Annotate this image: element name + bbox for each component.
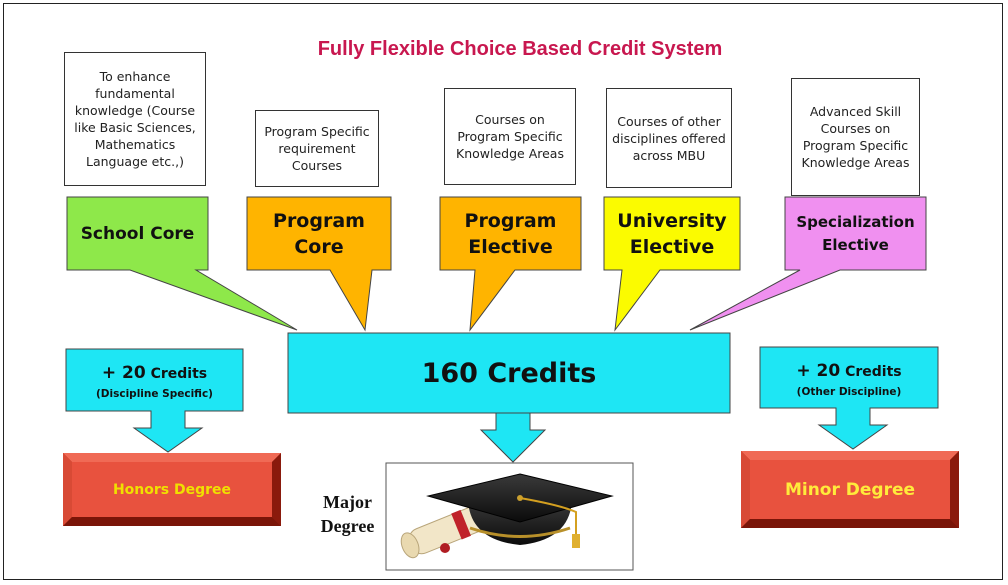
center-arrow bbox=[479, 412, 547, 463]
minor-degree-box bbox=[741, 451, 959, 528]
minor-credit-callout bbox=[759, 346, 939, 450]
bubble-university-elective bbox=[603, 196, 741, 332]
label-university-elective: University Elective bbox=[617, 209, 727, 258]
minor-credits-word: Credits bbox=[845, 364, 902, 380]
desc-university-elective: Courses of other disciplines offered acr… bbox=[606, 88, 732, 188]
minor-degree-label: Minor Degree bbox=[784, 479, 916, 500]
honors-plus: + 20 bbox=[101, 363, 146, 383]
desc-specialization-elective: Advanced Skill Courses on Program Specif… bbox=[791, 78, 920, 196]
desc-school-core: To enhance fundamental knowledge (Course… bbox=[64, 52, 206, 186]
bubble-school-core bbox=[66, 196, 298, 331]
bubble-specialization-elective bbox=[689, 196, 927, 331]
graduation-cap-icon bbox=[400, 473, 614, 559]
honors-degree-box bbox=[63, 453, 281, 526]
honors-qualifier: (Discipline Specific) bbox=[96, 388, 213, 400]
center-box bbox=[287, 332, 731, 414]
bubble-program-core bbox=[246, 196, 392, 332]
label-program-core: Program Core bbox=[273, 209, 365, 258]
honors-degree-label: Honors Degree bbox=[112, 481, 232, 498]
desc-program-core: Program Specific requirement Courses bbox=[255, 110, 379, 187]
honors-credit-callout bbox=[65, 348, 244, 453]
label-specialization-elective: Specialization Elective bbox=[796, 212, 915, 254]
minor-qualifier: (Other Discipline) bbox=[796, 386, 902, 398]
label-program-elective: Program Elective bbox=[464, 209, 557, 258]
minor-plus: + 20 bbox=[796, 361, 841, 381]
major-degree-label: Major Degree bbox=[320, 492, 375, 536]
bubble-program-elective bbox=[439, 196, 582, 332]
minor-credits-text: + 20 Credits (Other Discipline) bbox=[760, 347, 938, 398]
diagram-title: Fully Flexible Choice Based Credit Syste… bbox=[317, 38, 723, 60]
label-school-core: School Core bbox=[80, 223, 195, 244]
desc-program-elective: Courses on Program Specific Knowledge Ar… bbox=[444, 88, 576, 185]
honors-credits-text: + 20 Credits (Discipline Specific) bbox=[66, 349, 243, 400]
total-credits-label: 160 Credits bbox=[421, 357, 597, 389]
honors-credits-word: Credits bbox=[150, 366, 208, 382]
